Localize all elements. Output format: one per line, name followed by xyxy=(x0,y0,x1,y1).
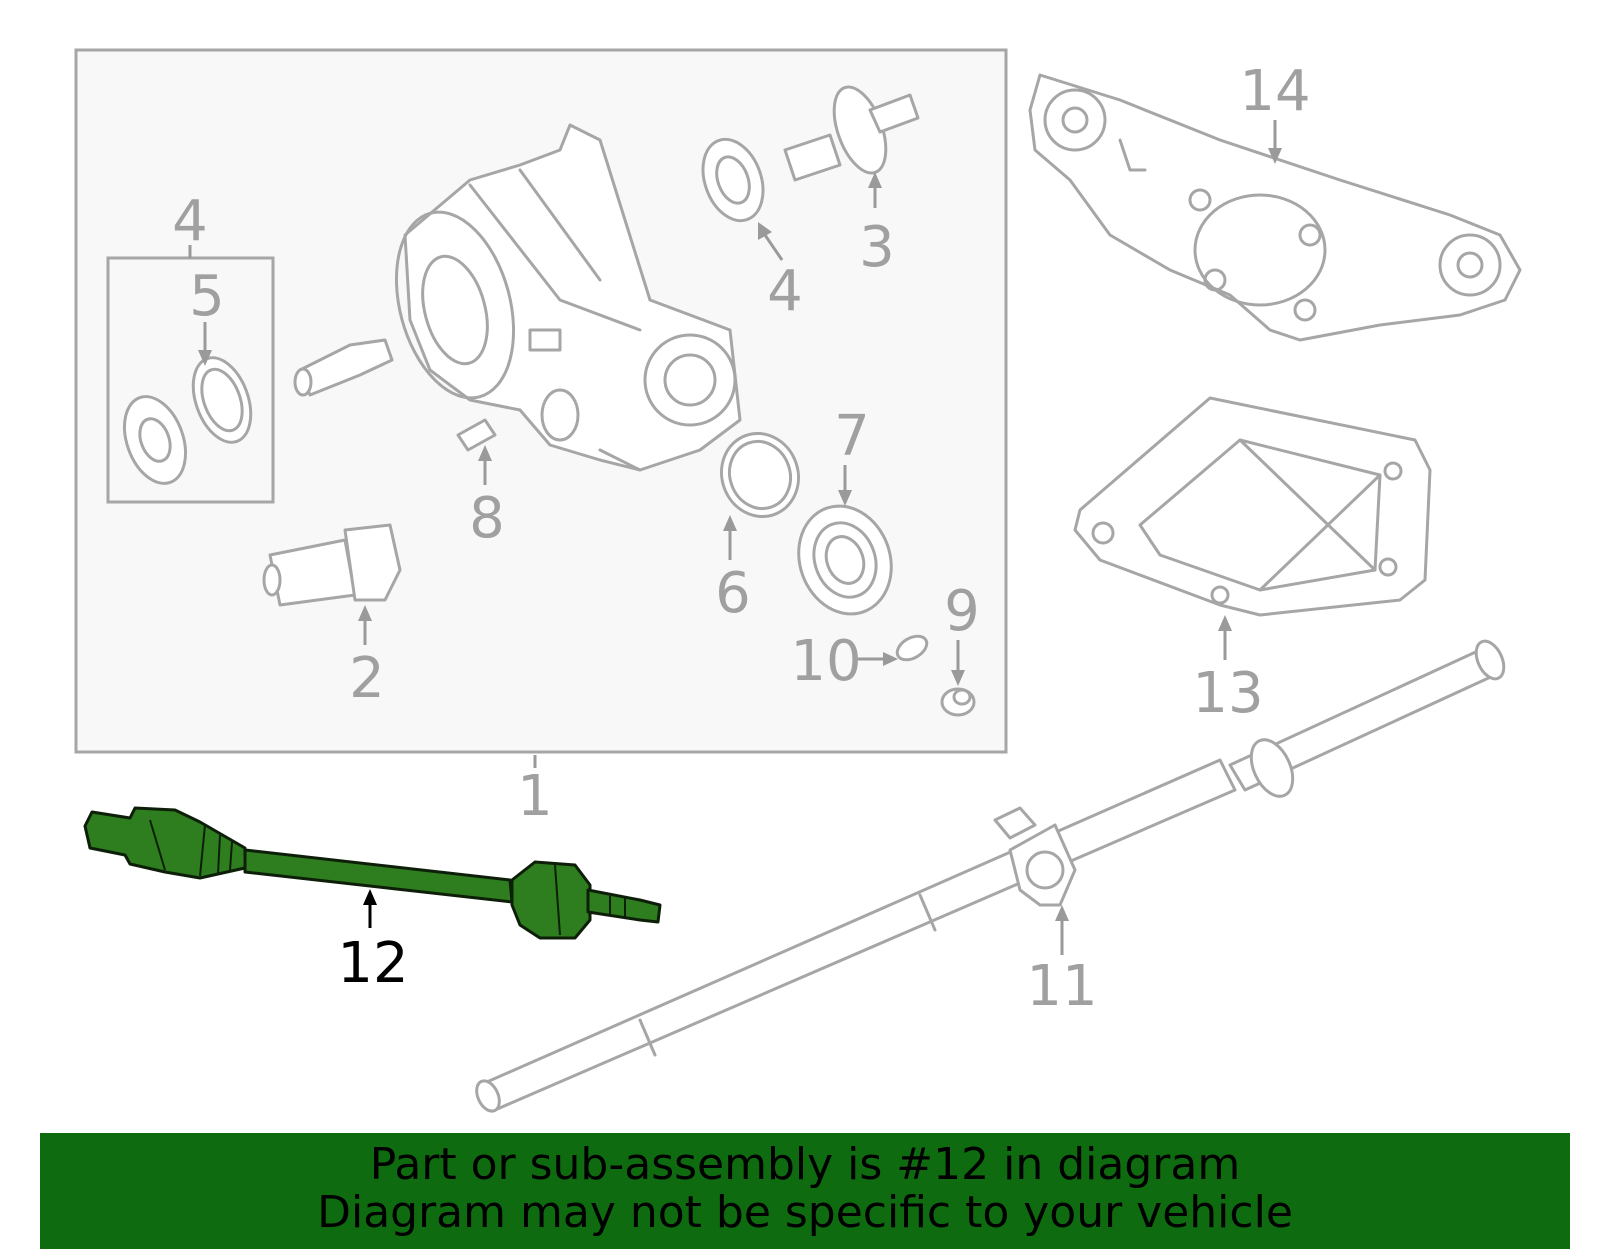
half-shaft-highlighted xyxy=(83,806,662,940)
propeller-shaft xyxy=(475,639,1506,1113)
callout-10: 10 xyxy=(790,629,861,694)
coupling xyxy=(797,504,893,616)
sensor xyxy=(456,418,497,452)
pinion-flange xyxy=(783,85,920,182)
washer xyxy=(895,634,929,662)
callout-9: 9 xyxy=(944,579,980,644)
callout-1: 1 xyxy=(517,764,553,829)
leader-arrows xyxy=(198,120,1282,955)
callout-4-right: 4 xyxy=(767,259,803,324)
callout-13: 13 xyxy=(1192,661,1263,726)
callout-2: 2 xyxy=(349,646,385,711)
callout-4-left: 4 xyxy=(172,189,208,254)
callout-11: 11 xyxy=(1026,954,1097,1019)
differential-housing xyxy=(394,123,742,472)
callout-14: 14 xyxy=(1239,59,1310,124)
crossmember xyxy=(1028,73,1522,342)
nut xyxy=(940,687,976,717)
callout-3: 3 xyxy=(859,215,895,280)
info-banner: Part or sub-assembly is #12 in diagram D… xyxy=(40,1133,1570,1249)
banner-line-disclaimer: Diagram may not be specific to your vehi… xyxy=(317,1187,1293,1238)
seal-right xyxy=(701,137,765,223)
banner-line-part: Part or sub-assembly is #12 in diagram xyxy=(369,1139,1241,1190)
callout-12: 12 xyxy=(337,931,408,996)
mount-bracket xyxy=(1073,396,1432,617)
seals-left xyxy=(123,356,253,485)
callout-8: 8 xyxy=(469,486,505,551)
callout-6: 6 xyxy=(715,561,751,626)
callout-7: 7 xyxy=(834,404,870,469)
callout-5: 5 xyxy=(189,264,225,329)
stub-shaft xyxy=(293,338,394,397)
o-ring xyxy=(720,431,800,519)
actuator-motor xyxy=(262,523,402,607)
